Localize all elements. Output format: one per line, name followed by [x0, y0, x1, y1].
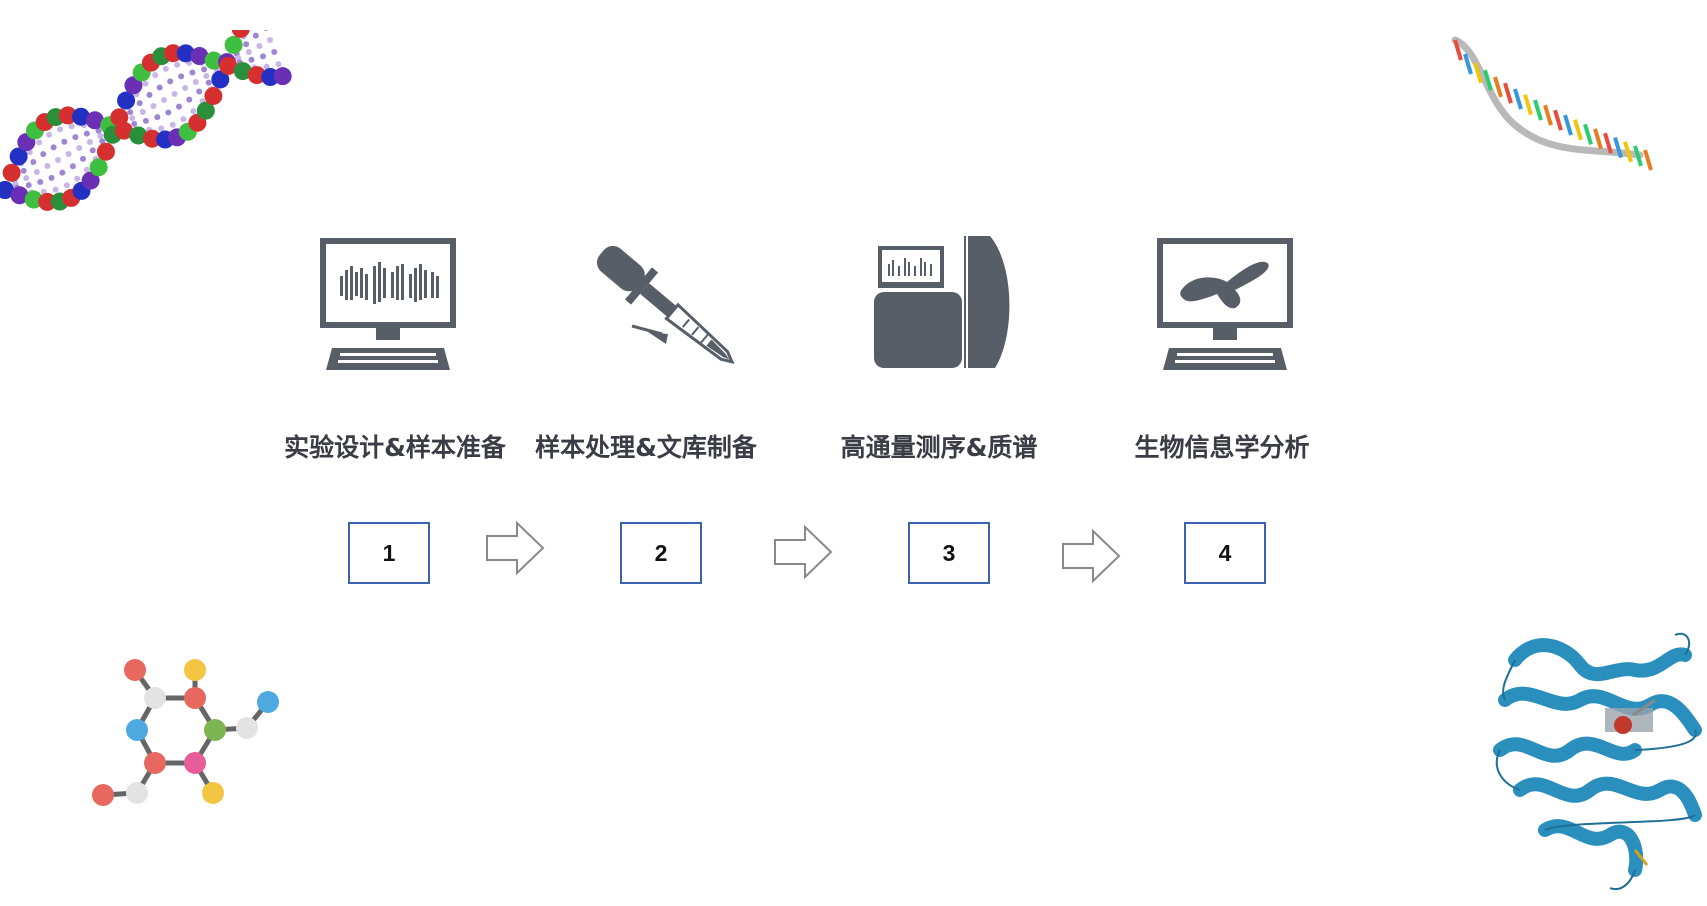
pipette-icon	[596, 245, 735, 365]
dna-double-helix-illustration	[0, 30, 292, 211]
step-4-label: 生物信息学分析	[1134, 433, 1310, 462]
step-2-number-box: 2	[620, 522, 702, 584]
computer-chromosome-icon	[1157, 238, 1293, 370]
step-3-number-box: 3	[908, 522, 990, 584]
step-2-label: 样本处理&文库制备	[535, 433, 757, 462]
step-1-number-box: 1	[348, 522, 430, 584]
protein-ribbon-illustration	[1493, 632, 1702, 890]
rna-strand-illustration	[1451, 36, 1653, 171]
step-3-label: 高通量测序&质谱	[840, 433, 1038, 462]
right-arrow-icon	[486, 520, 545, 576]
right-arrow-icon	[774, 524, 833, 580]
molecule-structure-illustration	[92, 659, 279, 806]
computer-sequencing-chart-icon	[320, 238, 456, 370]
step-1-label: 实验设计&样本准备	[284, 433, 506, 462]
sequencer-machine-icon	[874, 236, 1010, 368]
step-4-number-box: 4	[1184, 522, 1266, 584]
right-arrow-icon	[1062, 528, 1121, 584]
